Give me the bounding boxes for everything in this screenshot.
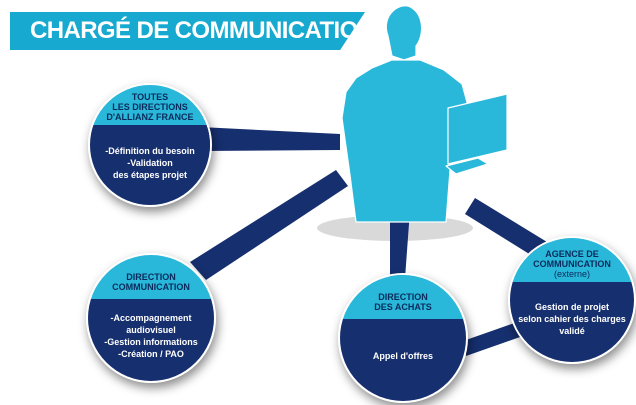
node-description: -Accompagnement audiovisuel -Gestion inf… — [88, 299, 214, 381]
connector-achats-agence — [466, 321, 520, 356]
node-all-directions: TOUTES LES DIRECTIONS D'ALLIANZ FRANCE -… — [88, 83, 212, 207]
node-agence-communication: AGENCE DE COMMUNICATION (externe) Gestio… — [508, 236, 636, 364]
node-heading: DIRECTION DES ACHATS — [340, 275, 466, 319]
node-heading: TOUTES LES DIRECTIONS D'ALLIANZ FRANCE — [90, 85, 210, 125]
node-description: Gestion de projet selon cahier des charg… — [510, 282, 634, 362]
connector-achats — [390, 210, 410, 292]
connector-directions — [200, 127, 340, 151]
connector-communication — [190, 170, 348, 280]
node-description: Appel d'offres — [340, 319, 466, 401]
page-title: CHARGÉ DE COMMUNICATION — [30, 17, 375, 44]
node-direction-achats: DIRECTION DES ACHATS Appel d'offres — [338, 273, 468, 403]
title-banner: CHARGÉ DE COMMUNICATION — [10, 12, 365, 50]
node-heading: DIRECTION COMMUNICATION — [88, 255, 214, 299]
person-silhouette-icon — [341, 5, 508, 223]
node-heading: AGENCE DE COMMUNICATION (externe) — [510, 238, 634, 282]
node-direction-communication: DIRECTION COMMUNICATION -Accompagnement … — [86, 253, 216, 383]
node-description: -Définition du besoin -Validation des ét… — [90, 125, 210, 205]
